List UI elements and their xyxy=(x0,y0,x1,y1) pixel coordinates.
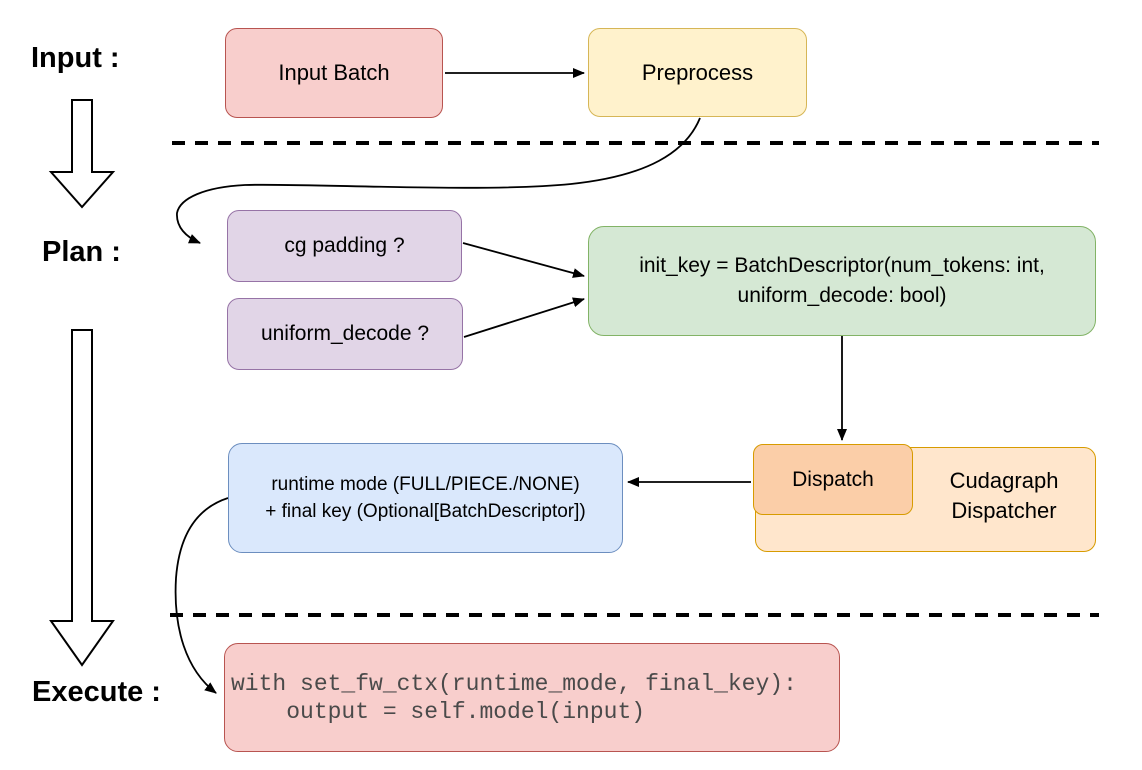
node-execute-code-line1: with set_fw_ctx(runtime_mode, final_key)… xyxy=(231,670,797,697)
node-runtime-mode-line2: + final key (Optional[BatchDescriptor]) xyxy=(265,501,586,522)
node-init-key-line2: uniform_decode: bool) xyxy=(737,284,947,307)
node-init-key: init_key = BatchDescriptor(num_tokens: i… xyxy=(588,226,1096,336)
node-input-batch-label: Input Batch xyxy=(278,60,390,85)
arrow-uniformdecode-to-initkey xyxy=(463,297,585,338)
node-preprocess-label: Preprocess xyxy=(641,59,754,85)
node-cudagraph-dispatcher-label: Cudagraph Dispatcher xyxy=(914,466,1094,526)
stage-label-input: Input : xyxy=(31,42,120,74)
node-preprocess: Preprocess xyxy=(588,28,807,117)
node-input-batch: Input Batch xyxy=(225,28,443,118)
node-cudagraph-dispatcher-line1: Cudagraph xyxy=(949,468,1059,493)
node-dispatch-label: Dispatch xyxy=(792,467,874,491)
stage-label-plan: Plan : xyxy=(42,236,121,268)
node-runtime-mode-line1: runtime mode (FULL/PIECE./NONE) xyxy=(271,474,580,495)
node-cudagraph-dispatcher-line2: Dispatcher xyxy=(951,498,1057,523)
node-uniform-decode-label: uniform_decode ? xyxy=(260,322,430,345)
node-execute-code-line2: output = self.model(input) xyxy=(231,698,646,725)
node-runtime-mode: runtime mode (FULL/PIECE./NONE) + final … xyxy=(228,443,623,553)
stage-label-execute: Execute : xyxy=(32,676,161,708)
node-cg-padding: cg padding ? xyxy=(227,210,462,282)
node-uniform-decode: uniform_decode ? xyxy=(227,298,463,370)
curve-runtimemode-to-execute xyxy=(174,497,229,694)
node-cg-padding-label: cg padding ? xyxy=(284,234,405,257)
arrow-cgpadding-to-initkey xyxy=(462,242,585,278)
node-execute-code: with set_fw_ctx(runtime_mode, final_key)… xyxy=(224,643,840,752)
stage-arrow-input-to-plan xyxy=(48,99,116,209)
curve-preprocess-to-plan xyxy=(176,117,701,244)
node-init-key-line1: init_key = BatchDescriptor(num_tokens: i… xyxy=(639,254,1045,277)
node-dispatch: Dispatch xyxy=(753,444,913,515)
stage-arrow-plan-to-execute xyxy=(49,329,115,667)
